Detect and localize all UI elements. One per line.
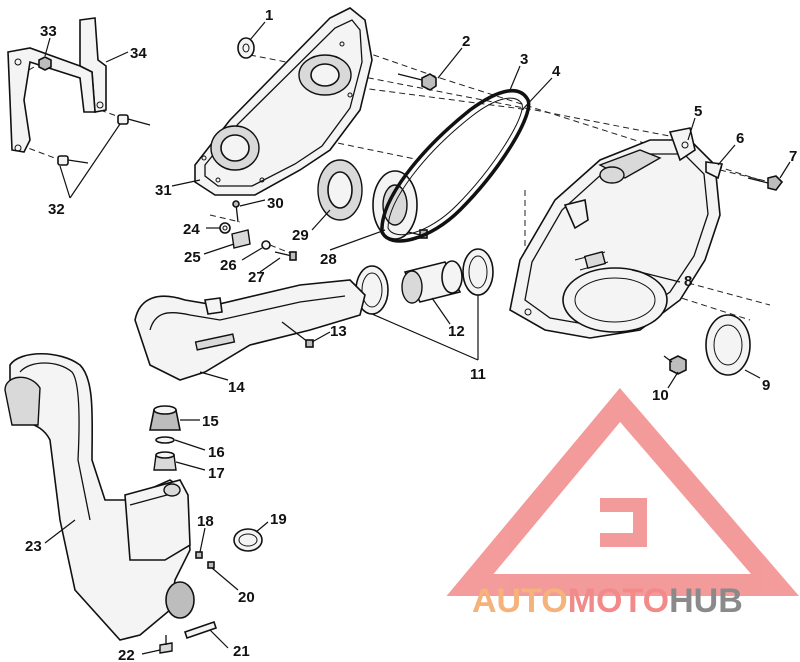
- callout-6: 6: [736, 130, 744, 147]
- clip-6: [705, 161, 724, 180]
- screw-7: [747, 175, 784, 191]
- nut-33: [38, 56, 52, 71]
- callout-25: 25: [184, 249, 201, 266]
- callout-22: 22: [118, 647, 135, 662]
- air-box-23: [4, 352, 195, 641]
- callout-30: 30: [267, 195, 284, 212]
- watermark-text: AUTOMOTOHUB: [472, 582, 743, 620]
- washer-24: [219, 222, 231, 234]
- callout-11: 11: [470, 366, 486, 383]
- watermark-triangle-outer: [446, 387, 799, 596]
- cap-15: [149, 405, 181, 431]
- clamp-19: [233, 528, 263, 552]
- watermark-text-auto: AUTO: [472, 582, 568, 620]
- bolt-30: [232, 200, 240, 223]
- screw-32-upper: [117, 114, 151, 126]
- leader-lines: [44, 21, 791, 655]
- callout-26: 26: [220, 257, 237, 274]
- callout-33: 33: [40, 23, 57, 40]
- washer-1: [237, 37, 255, 59]
- callout-labels: 1 2 3 4 5 6 7 8 9 10 11 12 13 14 15 16 1…: [25, 7, 797, 662]
- screw-18: [195, 551, 203, 559]
- callout-15: 15: [202, 413, 219, 430]
- watermark-text-hub: HUB: [669, 582, 743, 620]
- callout-9: 9: [762, 377, 770, 394]
- callout-31: 31: [155, 182, 172, 199]
- callout-32: 32: [48, 201, 65, 218]
- watermark-text-moto: MOTO: [568, 582, 669, 620]
- callout-21: 21: [233, 643, 250, 660]
- callout-1: 1: [265, 7, 273, 24]
- callout-5: 5: [694, 103, 702, 120]
- gear-case-cover-5: [509, 127, 721, 339]
- callout-24: 24: [183, 221, 200, 238]
- callout-28: 28: [320, 251, 337, 268]
- callout-18: 18: [197, 513, 214, 530]
- watermark-triangle-inner: [545, 470, 700, 565]
- callout-8: 8: [684, 273, 692, 290]
- callout-23: 23: [25, 538, 42, 555]
- callout-16: 16: [208, 444, 225, 461]
- drive-chain-3: [380, 89, 531, 243]
- intake-duct-14: [134, 279, 366, 381]
- callout-3: 3: [520, 51, 528, 68]
- callout-12: 12: [448, 323, 465, 340]
- callout-14: 14: [228, 379, 245, 396]
- watermark-g-mark: [600, 498, 647, 547]
- chaincase-plate-31: [194, 7, 373, 196]
- callout-10: 10: [652, 387, 669, 404]
- screw-32-lower: [57, 155, 89, 166]
- washer-26: [261, 240, 271, 250]
- watermark-logo: [446, 387, 799, 596]
- bracket-25: [231, 229, 251, 249]
- screw-13: [281, 321, 314, 348]
- callout-13: 13: [330, 323, 347, 340]
- callout-19: 19: [270, 511, 287, 528]
- callout-2: 2: [462, 33, 470, 50]
- callout-7: 7: [789, 148, 797, 165]
- callout-34: 34: [130, 45, 147, 62]
- bolt-2: [397, 73, 437, 91]
- fitting-17: [153, 451, 177, 471]
- screw-20: [207, 561, 215, 569]
- fitting-22: [159, 635, 173, 654]
- gasket-9: [705, 314, 751, 376]
- callout-29: 29: [292, 227, 309, 244]
- seal-29: [317, 159, 363, 221]
- hose-21: [183, 620, 218, 640]
- o-ring-16: [155, 436, 175, 444]
- callout-27: 27: [248, 269, 265, 286]
- bracket-34: [7, 17, 107, 153]
- callout-20: 20: [238, 589, 255, 606]
- screw-27: [274, 251, 297, 261]
- callout-4: 4: [552, 63, 561, 80]
- clamp-11-right: [462, 248, 494, 296]
- callout-17: 17: [208, 465, 225, 482]
- coupler-12: [401, 260, 463, 304]
- screw-10: [663, 355, 687, 375]
